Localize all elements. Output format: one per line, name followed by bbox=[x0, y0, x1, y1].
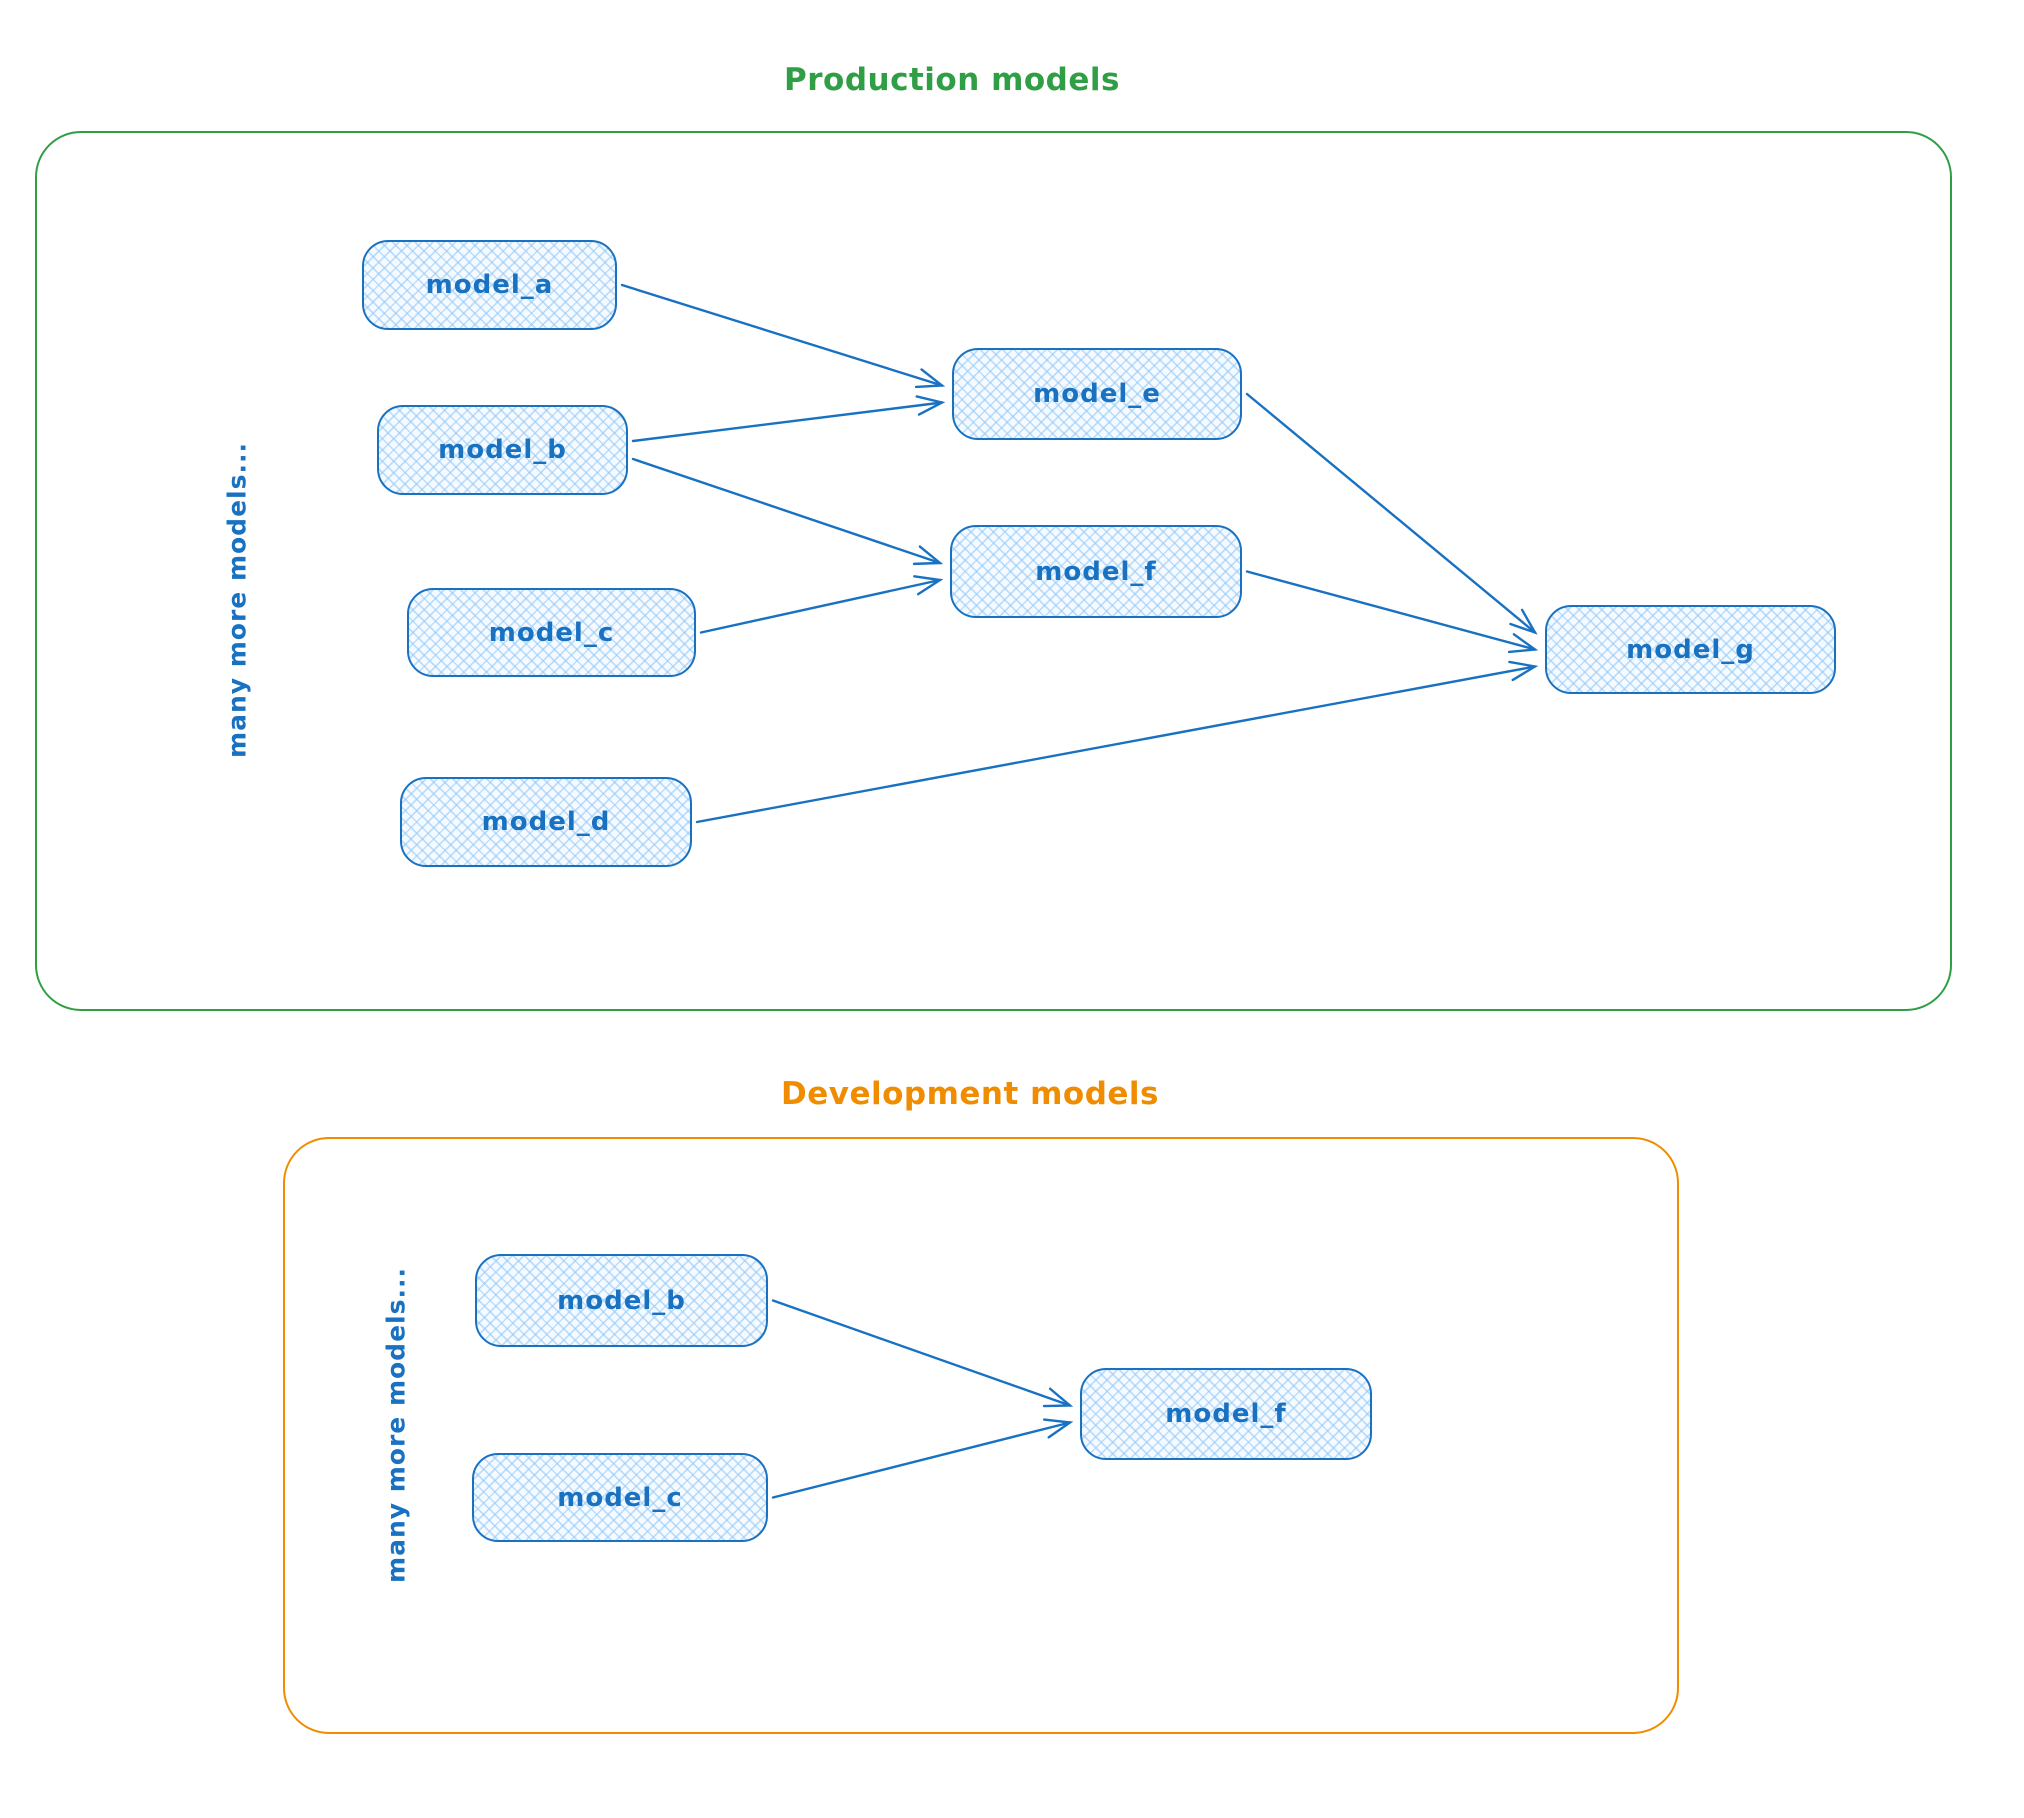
development-side-label: many more models... bbox=[381, 1267, 411, 1583]
arrowhead-icon bbox=[1508, 660, 1539, 682]
edge-production-model_f-to-model_g bbox=[1245, 570, 1539, 654]
node-label: model_a bbox=[425, 270, 554, 300]
node-development-model_b: model_b bbox=[475, 1254, 768, 1347]
arrowhead-icon bbox=[1507, 633, 1539, 654]
node-label: model_e bbox=[1033, 379, 1161, 409]
node-label: model_b bbox=[438, 435, 567, 465]
node-production-model_b: model_b bbox=[377, 405, 628, 495]
edge-production-model_a-to-model_e bbox=[620, 283, 946, 389]
node-label: model_b bbox=[557, 1285, 686, 1316]
arrowhead-icon bbox=[912, 545, 944, 566]
development-frame bbox=[283, 1137, 1679, 1734]
edge-development-model_b-to-model_f bbox=[771, 1299, 1074, 1408]
node-label: model_g bbox=[1626, 634, 1755, 665]
node-production-model_a: model_a bbox=[362, 240, 617, 330]
node-production-model_g: model_g bbox=[1545, 605, 1836, 694]
arrowhead-icon bbox=[1042, 1418, 1074, 1439]
node-development-model_f: model_f bbox=[1080, 1368, 1372, 1460]
edge-development-model_c-to-model_f bbox=[771, 1418, 1074, 1499]
node-production-model_e: model_e bbox=[952, 348, 1242, 440]
node-production-model_c: model_c bbox=[407, 588, 696, 677]
node-development-model_c: model_c bbox=[472, 1453, 768, 1542]
node-production-model_d: model_d bbox=[400, 777, 692, 867]
node-label: model_f bbox=[1035, 556, 1157, 587]
arrowhead-icon bbox=[913, 575, 944, 596]
node-label: model_d bbox=[481, 807, 611, 837]
node-label: model_f bbox=[1165, 1399, 1287, 1429]
production-frame bbox=[35, 131, 1952, 1011]
arrowhead-icon bbox=[914, 368, 946, 389]
edge-production-model_d-to-model_g bbox=[695, 660, 1539, 824]
arrowhead-icon bbox=[1509, 608, 1538, 635]
production-side-label: many more models... bbox=[222, 442, 252, 758]
arrowhead-icon bbox=[1042, 1387, 1074, 1408]
edge-production-model_c-to-model_f bbox=[699, 575, 944, 634]
edge-production-model_b-to-model_f bbox=[631, 457, 944, 566]
node-label: model_c bbox=[557, 1482, 683, 1513]
edge-production-model_e-to-model_g bbox=[1245, 392, 1538, 635]
node-production-model_f: model_f bbox=[950, 525, 1242, 618]
production-title: Production models bbox=[784, 62, 1120, 98]
edge-production-model_b-to-model_e bbox=[631, 395, 946, 443]
development-title: Development models bbox=[780, 1076, 1160, 1112]
node-label: model_c bbox=[488, 617, 615, 648]
arrowhead-icon bbox=[915, 395, 946, 416]
